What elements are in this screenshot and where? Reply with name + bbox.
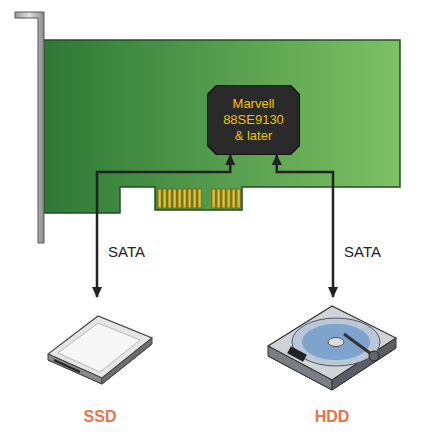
- chip-label: Marvell 88SE9130 & later: [218, 85, 290, 144]
- sata-arrow: [97, 155, 230, 297]
- hdd-drive: HDD: [262, 298, 402, 426]
- edge-label: SATA: [342, 243, 383, 260]
- edge-label: SATA: [106, 243, 147, 260]
- gold-fingers: [158, 189, 240, 208]
- sata-arrow: [277, 155, 333, 297]
- ssd-drive: SSD: [40, 298, 160, 426]
- hdd-icon: [262, 298, 402, 398]
- ssd-icon: [40, 298, 160, 390]
- mounting-bracket: [15, 12, 44, 243]
- drive-label: HDD: [262, 408, 402, 426]
- drive-label: SSD: [40, 408, 160, 426]
- controller-chip: Marvell 88SE9130 & later: [207, 85, 300, 155]
